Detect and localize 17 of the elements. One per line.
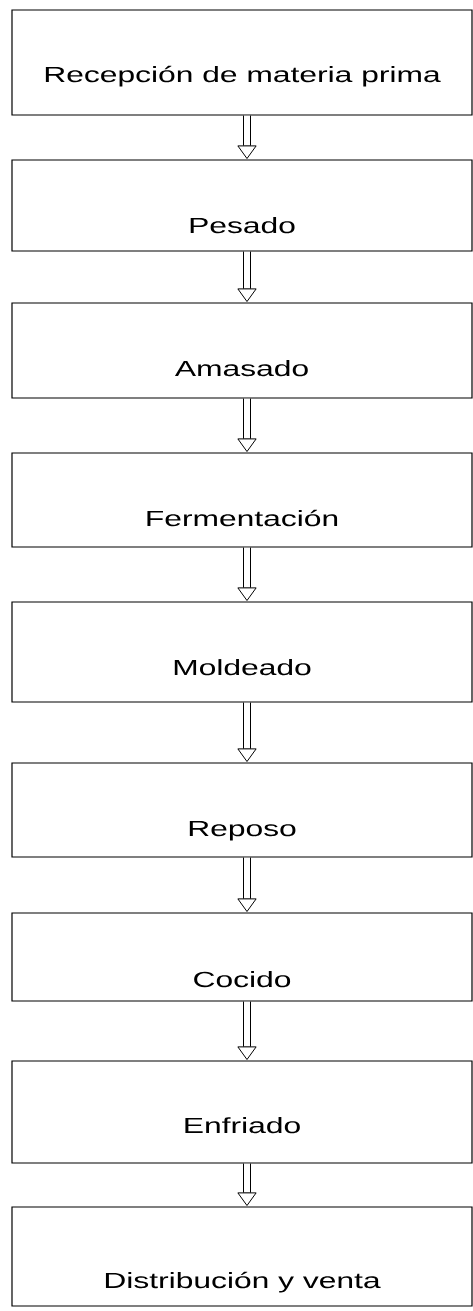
block-arrow xyxy=(237,398,257,453)
block-arrow xyxy=(237,547,257,602)
process-box: Moldeado xyxy=(11,601,473,703)
process-box: Amasado xyxy=(11,302,473,399)
process-box: Fermentación xyxy=(11,452,473,548)
process-box: Reposo xyxy=(11,762,473,858)
block-arrow xyxy=(237,115,257,160)
process-box: Enfriado xyxy=(11,1060,473,1164)
block-arrow xyxy=(237,1001,257,1060)
block-arrow xyxy=(237,1163,257,1206)
process-box: Recepción de materia prima xyxy=(11,9,473,116)
process-box: Distribución y venta xyxy=(11,1206,473,1307)
block-arrow xyxy=(237,251,257,303)
block-arrow xyxy=(237,702,257,763)
block-arrow xyxy=(237,857,257,913)
process-box: Cocido xyxy=(11,912,473,1002)
process-box: Pesado xyxy=(11,159,473,252)
